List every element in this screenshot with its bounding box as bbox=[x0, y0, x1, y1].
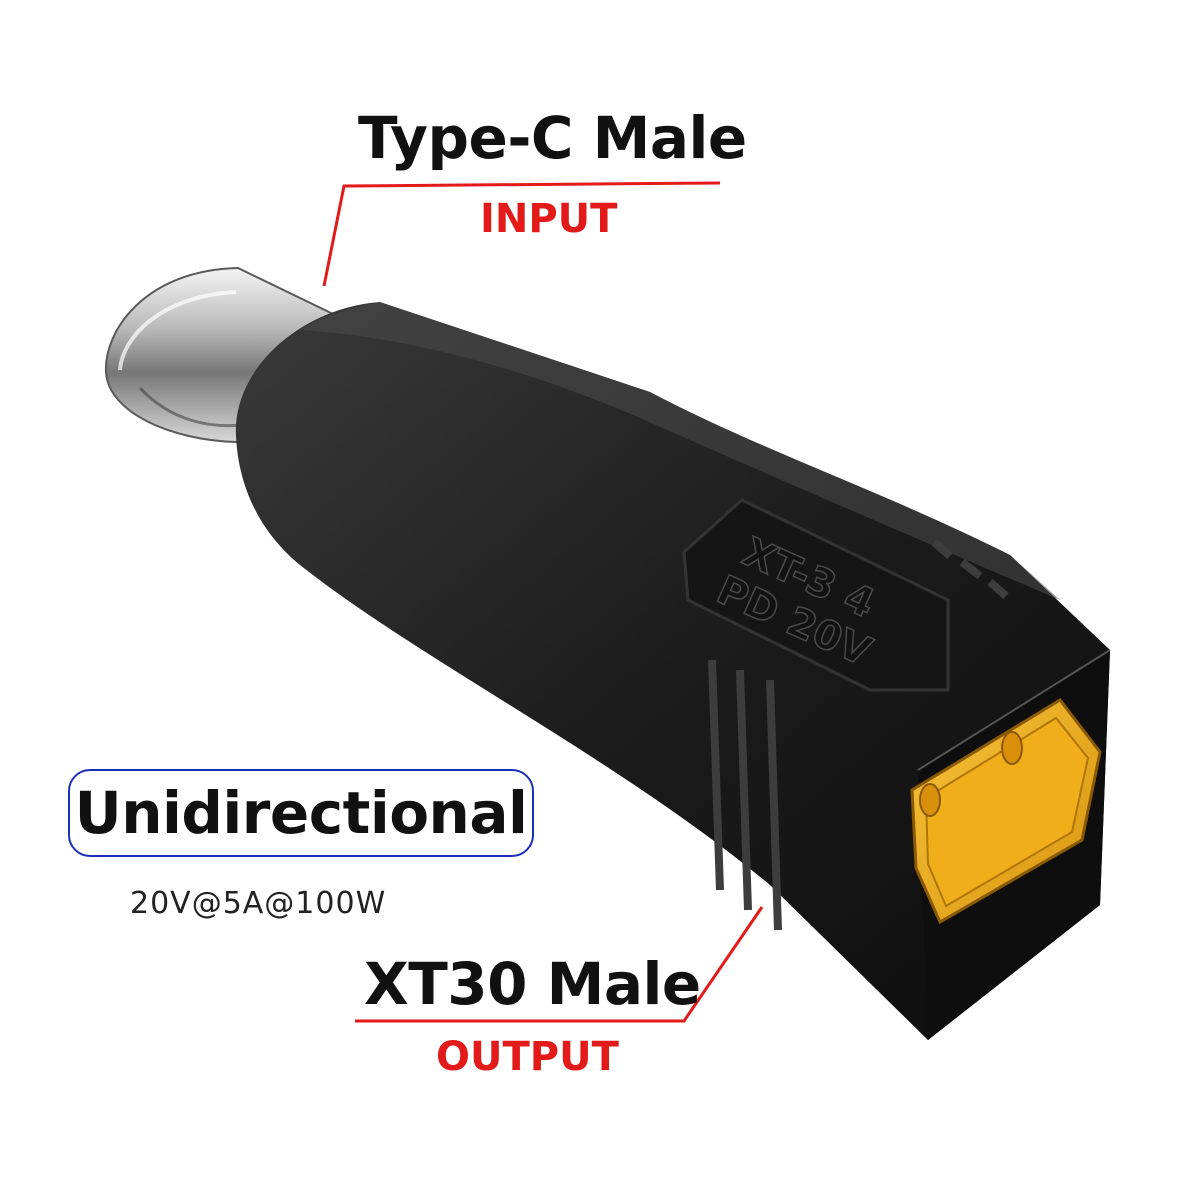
xt30-connector bbox=[910, 698, 1102, 925]
input-role-label: INPUT bbox=[480, 196, 618, 242]
input-callout-line bbox=[322, 181, 721, 287]
adapter-body: XT-3 4 PD 20V bbox=[235, 302, 1111, 1040]
input-connector-title: Type-C Male bbox=[358, 104, 747, 172]
power-rating: 20V@5A@100W bbox=[130, 886, 387, 921]
output-callout-line bbox=[355, 906, 764, 1023]
output-role-label: OUTPUT bbox=[436, 1034, 619, 1080]
xt30-pin-left bbox=[919, 783, 941, 817]
direction-badge: Unidirectional bbox=[68, 769, 534, 857]
xt30-pin-right bbox=[1001, 731, 1023, 765]
output-connector-title: XT30 Male bbox=[364, 950, 701, 1018]
direction-badge-text: Unidirectional bbox=[74, 779, 528, 847]
callout-lines bbox=[322, 181, 764, 1023]
